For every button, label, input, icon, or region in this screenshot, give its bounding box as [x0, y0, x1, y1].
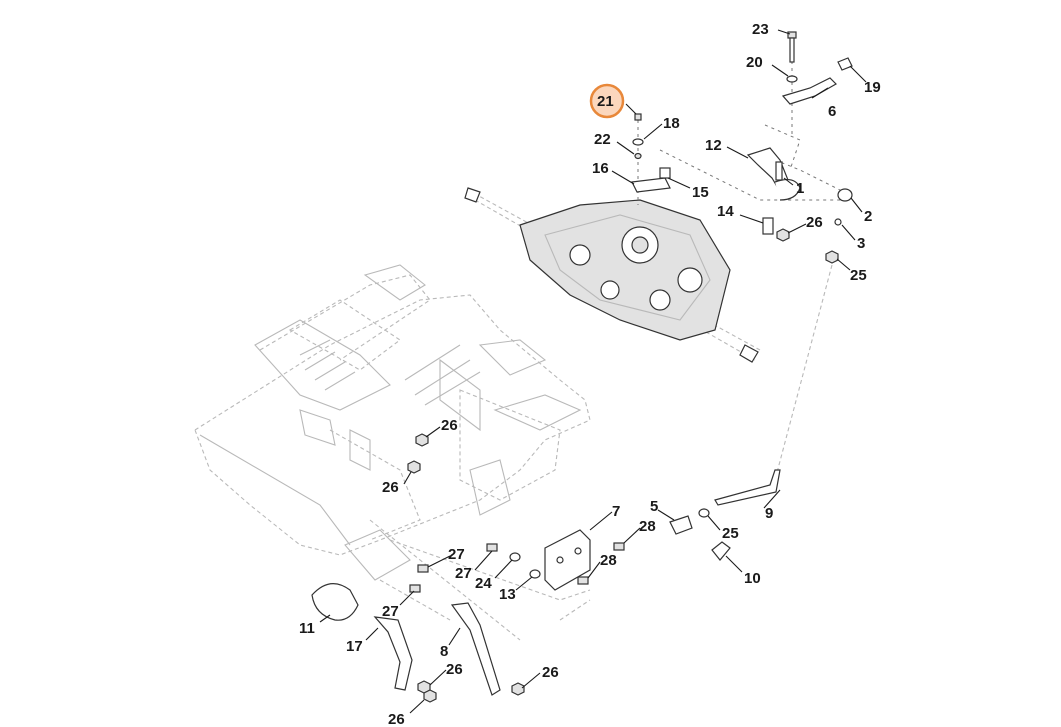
callout-2[interactable]: 2 [864, 208, 872, 225]
callout-17[interactable]: 17 [346, 638, 363, 655]
callout-20[interactable]: 20 [746, 54, 763, 71]
transmission-assembly [464, 187, 761, 363]
callout-27-mid[interactable]: 27 [455, 565, 472, 582]
callout-8[interactable]: 8 [440, 643, 448, 660]
callout-21[interactable]: 21 [597, 93, 614, 110]
callout-12[interactable]: 12 [705, 137, 722, 154]
callout-19[interactable]: 19 [864, 79, 881, 96]
callout-26-mid-2[interactable]: 26 [382, 479, 399, 496]
callout-11[interactable]: 11 [299, 620, 315, 637]
upper-hardware [631, 31, 853, 264]
highlight-ring-21 [589, 83, 625, 119]
leader-lines [319, 29, 867, 714]
callout-26-low-2[interactable]: 26 [542, 664, 559, 681]
callout-5[interactable]: 5 [650, 498, 658, 515]
callout-15[interactable]: 15 [692, 184, 709, 201]
callout-27-lower[interactable]: 27 [382, 603, 399, 620]
callout-labels: 23 20 19 6 21 18 22 12 16 15 1 2 14 26 3… [299, 21, 881, 727]
callout-6[interactable]: 6 [828, 103, 836, 120]
callout-23[interactable]: 23 [752, 21, 769, 38]
callout-3[interactable]: 3 [857, 235, 865, 252]
callout-1[interactable]: 1 [796, 180, 804, 197]
callout-16[interactable]: 16 [592, 160, 609, 177]
callout-25-upper[interactable]: 25 [850, 267, 867, 284]
callout-9[interactable]: 9 [765, 505, 773, 522]
callout-18[interactable]: 18 [663, 115, 680, 132]
callout-28-upper[interactable]: 28 [639, 518, 656, 535]
callout-26-low-3[interactable]: 26 [388, 711, 405, 727]
lower-right-linkage [577, 264, 833, 585]
callout-28-lower[interactable]: 28 [600, 552, 617, 569]
callout-22[interactable]: 22 [594, 131, 611, 148]
lower-left-parts [311, 433, 541, 703]
callout-27-upper[interactable]: 27 [448, 546, 465, 563]
bracket-7 [544, 529, 591, 591]
callout-14[interactable]: 14 [717, 203, 734, 220]
callout-13[interactable]: 13 [499, 586, 516, 603]
callout-25-lower[interactable]: 25 [722, 525, 739, 542]
callout-26-mid-1[interactable]: 26 [441, 417, 458, 434]
callout-10[interactable]: 10 [744, 570, 761, 587]
callout-26-low-1[interactable]: 26 [446, 661, 463, 678]
callout-7[interactable]: 7 [612, 503, 620, 520]
callout-24[interactable]: 24 [475, 575, 492, 592]
callout-26-upper[interactable]: 26 [806, 214, 823, 231]
ghost-frame [194, 264, 591, 641]
